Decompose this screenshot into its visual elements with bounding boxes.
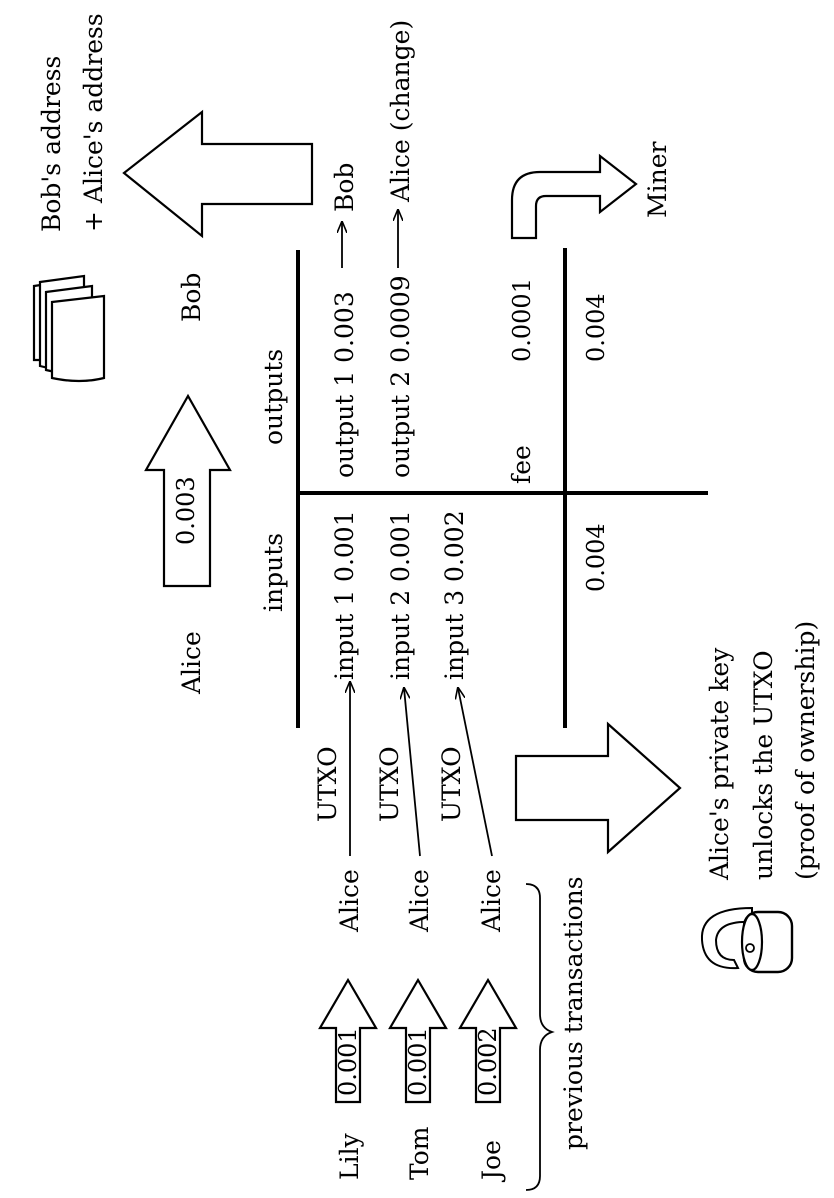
input-3-label: input 3 0.002 xyxy=(440,510,469,680)
unlock-line-3: (proof of ownership) xyxy=(791,621,820,880)
prev-sender-tom: Tom xyxy=(405,1126,434,1180)
prev-amount-tom: 0.001 xyxy=(404,1027,432,1096)
miner-bent-arrow xyxy=(510,153,638,240)
previous-transactions-brace xyxy=(525,883,555,1191)
prev-arrow-joe xyxy=(458,977,518,1104)
big-right-arrow xyxy=(514,721,682,855)
unlock-line-1: Alice's private key xyxy=(705,647,734,881)
utxo-arrow-3 xyxy=(458,688,493,857)
payment-receiver-label: Bob xyxy=(177,273,206,322)
prev-sender-joe: Joe xyxy=(477,1140,506,1183)
prev-sender-lily: Lily xyxy=(335,1132,364,1180)
fee-label: fee xyxy=(507,445,536,484)
utxo-label-1: UTXO xyxy=(313,746,342,822)
fee-value: 0.0001 xyxy=(508,278,536,362)
address-line-bob: Bob's address xyxy=(37,56,66,232)
documents-icon xyxy=(32,274,106,383)
previous-transactions-label: previous transactions xyxy=(559,876,588,1150)
prev-amount-lily: 0.001 xyxy=(334,1027,362,1096)
address-line-alice: + Alice's address xyxy=(79,13,108,232)
utxo-arrow-2 xyxy=(404,688,421,857)
unlock-line-2: unlocks the UTXO xyxy=(749,650,778,880)
prev-owner-3: Alice xyxy=(477,869,506,933)
output-1-recipient: Bob xyxy=(330,163,359,212)
output-2-recipient: Alice (change) xyxy=(386,20,415,203)
output-2-label: output 2 0.0009 xyxy=(386,275,415,478)
prev-owner-2: Alice xyxy=(405,869,434,933)
payment-amount: 0.003 xyxy=(172,476,200,545)
inputs-header: inputs xyxy=(259,533,288,612)
prev-owner-1: Alice xyxy=(335,869,364,933)
input-total: 0.004 xyxy=(582,523,610,592)
utxo-label-2: UTXO xyxy=(375,746,404,822)
prev-arrow-tom xyxy=(388,977,448,1104)
outputs-header: outputs xyxy=(259,349,288,445)
big-left-arrow xyxy=(122,109,314,239)
prev-arrow-lily xyxy=(318,977,378,1104)
input-2-label: input 2 0.001 xyxy=(386,510,415,680)
utxo-label-3: UTXO xyxy=(437,746,466,822)
payment-arrow xyxy=(144,393,232,588)
prev-amount-joe: 0.002 xyxy=(474,1027,502,1096)
output-1-label: output 1 0.003 xyxy=(330,291,359,478)
miner-label: Miner xyxy=(643,142,672,218)
input-1-label: input 1 0.001 xyxy=(330,510,359,680)
open-padlock-icon xyxy=(700,906,794,974)
payment-sender-label: Alice xyxy=(177,631,206,695)
output-total: 0.004 xyxy=(582,293,610,362)
